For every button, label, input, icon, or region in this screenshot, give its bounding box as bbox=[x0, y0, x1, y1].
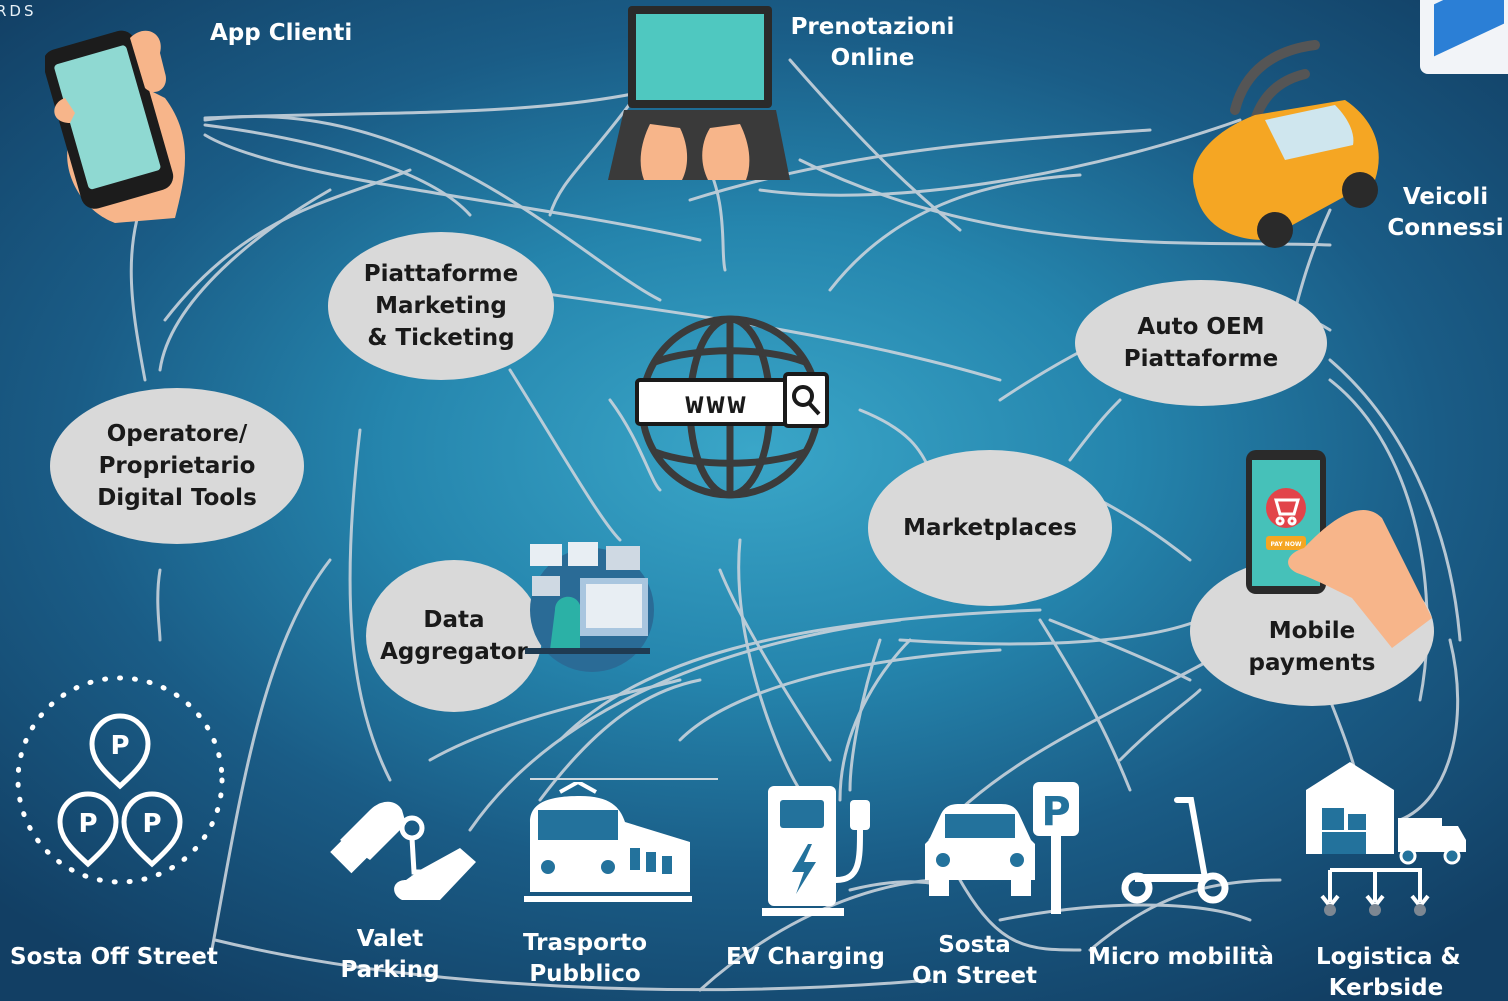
svg-text:P: P bbox=[110, 731, 129, 761]
app-logo-icon[interactable] bbox=[1420, 0, 1508, 74]
search-icon bbox=[792, 385, 814, 407]
ev-charger-icon bbox=[762, 786, 870, 916]
bubble-marketplaces[interactable]: Marketplaces bbox=[868, 450, 1112, 606]
connected-car-icon bbox=[1193, 40, 1379, 248]
label-sosta-off-street: Sosta Off Street bbox=[10, 944, 218, 970]
laptop-icon bbox=[608, 6, 790, 180]
payment-phone-icon: PAY NOW bbox=[1246, 450, 1432, 648]
svg-text:P: P bbox=[142, 809, 161, 839]
shopping-cart-icon bbox=[1266, 488, 1306, 528]
svg-text:PAY NOW: PAY NOW bbox=[1270, 541, 1301, 548]
svg-text:P: P bbox=[78, 809, 97, 839]
brand-fragment: RDS bbox=[0, 2, 37, 20]
warehouse-truck-icon bbox=[1306, 762, 1466, 916]
url-text: www bbox=[685, 386, 748, 421]
label-app-clienti: App Clienti bbox=[210, 20, 353, 46]
hand-phone-icon bbox=[45, 30, 185, 223]
svg-text:P: P bbox=[1041, 789, 1070, 835]
train-icon bbox=[524, 782, 692, 902]
scooter-icon bbox=[1121, 797, 1229, 904]
car-parking-sign-icon: P bbox=[925, 782, 1079, 914]
label-logistica: Logistica &Kerbside bbox=[1316, 944, 1461, 1001]
valet-key-icon bbox=[330, 801, 476, 900]
label-ev-charging: EV Charging bbox=[726, 944, 885, 970]
label-micro-mobilita: Micro mobilità bbox=[1088, 944, 1274, 970]
globe-icon: www bbox=[635, 315, 829, 499]
parking-pins-icon: P P P bbox=[15, 675, 225, 885]
analyst-workstation-icon bbox=[525, 542, 654, 672]
